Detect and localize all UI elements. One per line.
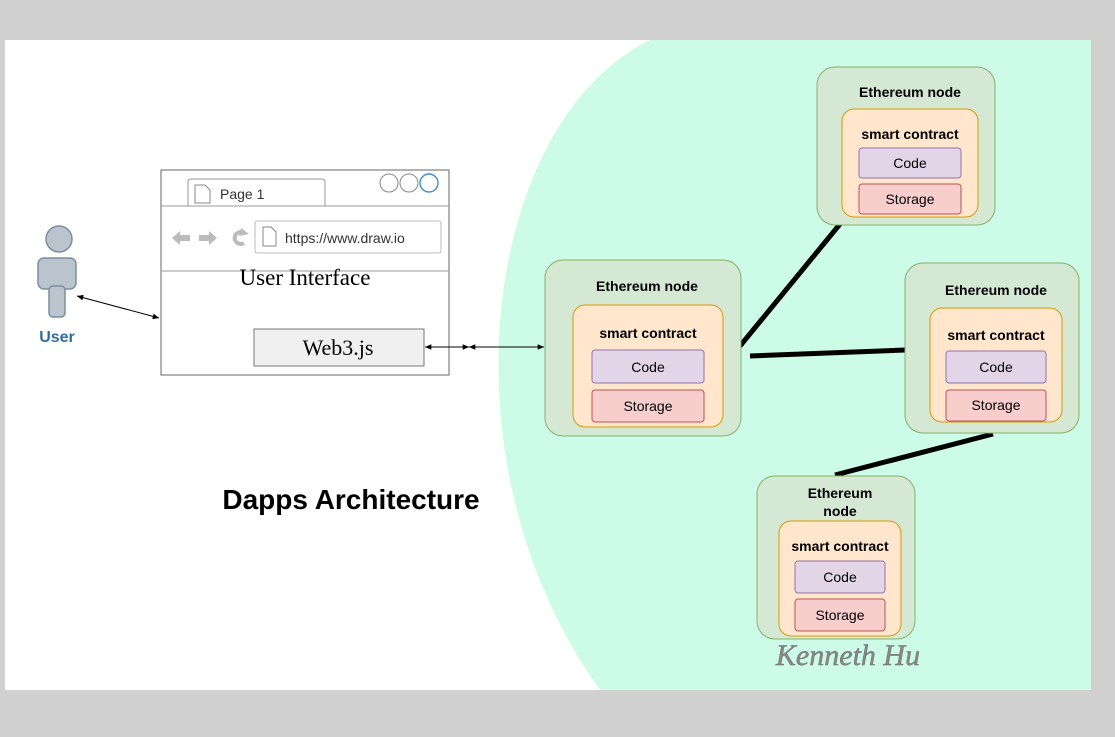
code-label: Code (631, 359, 665, 375)
ethereum-node-left: Ethereum node smart contract Code Storag… (544, 259, 742, 437)
browser-tab[interactable] (187, 178, 326, 206)
architecture-diagram: User Page 1 https://www.draw.io User Int… (37, 40, 1091, 690)
smart-contract-label: smart contract (791, 538, 889, 554)
node-title-line2: node (823, 503, 857, 519)
user-label: User (39, 329, 75, 346)
code-label: Code (893, 155, 927, 171)
user-browser-arrow (76, 294, 160, 320)
node-title: Ethereum node (859, 84, 961, 100)
browser-content-title: User Interface (240, 265, 371, 290)
smart-contract-label: smart contract (599, 325, 697, 341)
storage-label: Storage (815, 607, 864, 623)
page-icon (194, 184, 211, 204)
signature: Kenneth Hu (775, 639, 920, 672)
node-link (738, 222, 842, 348)
node-links (738, 222, 994, 478)
code-label: Code (979, 359, 1013, 375)
code-box (945, 350, 1047, 384)
storage-box (858, 183, 962, 215)
url-text: https://www.draw.io (285, 230, 405, 246)
diagram-title: Dapps Architecture (222, 484, 479, 515)
url-bar[interactable] (254, 220, 442, 254)
storage-box (794, 598, 886, 632)
ethereum-node-top: Ethereum node smart contract Code Storag… (816, 66, 996, 226)
storage-box (945, 389, 1047, 422)
storage-label: Storage (885, 191, 934, 207)
smart-contract-label: smart contract (861, 126, 959, 142)
window-control-icon[interactable] (419, 173, 439, 193)
window-control-icon[interactable] (399, 173, 419, 193)
forward-arrow-icon[interactable] (199, 231, 217, 245)
web3-box (253, 328, 425, 367)
code-box (858, 147, 962, 179)
window-control-icon[interactable] (379, 173, 399, 193)
web3-label: Web3.js (303, 335, 374, 360)
node-title-line1: Ethereum (808, 485, 873, 501)
tab-label: Page 1 (220, 186, 265, 202)
smart-contract-label: smart contract (947, 327, 1045, 343)
ethereum-node-bottom: Ethereum node smart contract Code Storag… (756, 475, 916, 640)
browser-window: Page 1 https://www.draw.io User Interfac… (160, 169, 450, 376)
node-link (834, 431, 994, 478)
node-title: Ethereum node (596, 278, 698, 294)
ethereum-node-right: Ethereum node smart contract Code Storag… (904, 262, 1080, 434)
node-title: Ethereum node (945, 282, 1047, 298)
url-page-icon (262, 226, 277, 247)
code-label: Code (823, 569, 857, 585)
code-box (794, 560, 886, 594)
node-link (749, 347, 906, 359)
user-icon (37, 225, 77, 318)
diagram-canvas: User Page 1 https://www.draw.io User Int… (5, 40, 1091, 690)
storage-box (591, 389, 705, 423)
back-arrow-icon[interactable] (172, 231, 190, 245)
storage-label: Storage (971, 397, 1020, 413)
storage-label: Storage (623, 398, 672, 414)
code-box (591, 349, 705, 384)
